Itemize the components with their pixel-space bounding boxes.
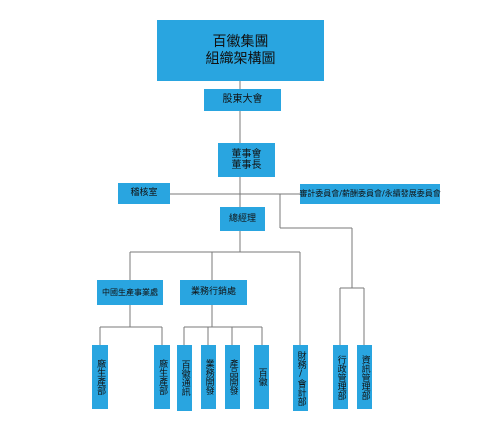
node-ops-dept-d-label: 百徽 [256, 368, 267, 386]
node-china-production-label: 中國生產事業處 [102, 287, 158, 297]
node-board-label-1: 董事會 [231, 148, 262, 160]
node-admin: 行政管理部 [333, 345, 348, 409]
node-admin-label: 行政管理部 [335, 354, 346, 400]
node-prod-dept-b: 廠生產部 [154, 345, 170, 409]
node-shareholders-label: 股東大會 [222, 94, 263, 106]
node-committees: 審計委員會/薪酬委員會/永續發展委員會 [299, 184, 441, 204]
node-prod-dept-a-label: 廠生產部 [95, 359, 106, 395]
node-general-manager-label: 總經理 [228, 213, 256, 224]
node-ops-dept-d: 百徽 [254, 345, 269, 409]
node-general-manager: 總經理 [220, 207, 265, 231]
node-board: 董事會 董事長 [218, 143, 275, 177]
node-shareholders: 股東大會 [204, 89, 281, 111]
node-it-label: 資訊管理部 [359, 354, 370, 400]
node-it: 資訊管理部 [357, 345, 372, 409]
node-ops-dept-b: 業務開發 [201, 345, 216, 409]
node-audit-office-label: 稽核室 [130, 188, 158, 199]
node-ops-dept-c-label: 產品開發 [227, 359, 238, 395]
node-audit-office: 稽核室 [118, 183, 170, 204]
org-chart-title: 百徽集團 組織架構圖 [157, 20, 324, 81]
node-finance-label: 財務/會計部 [295, 350, 306, 406]
node-ops-dept-b-label: 業務開發 [203, 359, 214, 395]
node-business-ops: 業務行銷處 [180, 280, 247, 305]
node-ops-dept-a: 百徽通訊 [177, 345, 192, 411]
node-business-ops-label: 業務行銷處 [190, 287, 236, 298]
node-board-label-2: 董事長 [231, 160, 262, 171]
title-line-1: 百徽集團 [212, 34, 269, 51]
node-prod-dept-b-label: 廠生產部 [157, 359, 168, 395]
node-finance: 財務/會計部 [293, 345, 308, 411]
node-ops-dept-c: 產品開發 [225, 345, 240, 409]
node-committees-label: 審計委員會/薪酬委員會/永續發展委員會 [299, 189, 441, 199]
node-china-production: 中國生產事業處 [97, 280, 163, 305]
node-prod-dept-a: 廠生產部 [92, 345, 108, 409]
node-ops-dept-a-label: 百徽通訊 [179, 360, 190, 396]
title-line-2: 組織架構圖 [205, 50, 276, 67]
